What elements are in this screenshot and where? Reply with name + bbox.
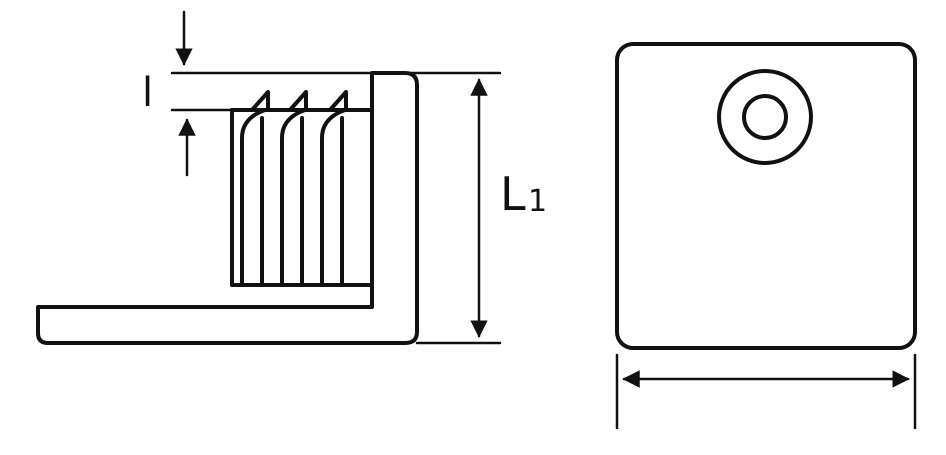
l-bracket-outline xyxy=(36,71,419,345)
tooth-3 xyxy=(320,108,347,287)
tooth-1 xyxy=(240,108,267,287)
label-small-l: l xyxy=(142,70,153,116)
dimension-L1: L 1 xyxy=(415,78,547,345)
label-big-L-subscript: 1 xyxy=(528,184,547,219)
teeth-block xyxy=(230,90,374,287)
dimension-small-l: l xyxy=(142,10,502,177)
tooth-2 xyxy=(280,108,307,287)
front-view xyxy=(615,42,917,430)
side-view: l L 1 xyxy=(36,10,547,345)
label-big-L: L xyxy=(500,167,526,221)
mounting-hole-icon xyxy=(717,69,813,165)
square-plate xyxy=(615,42,917,350)
dimension-width xyxy=(615,353,917,430)
